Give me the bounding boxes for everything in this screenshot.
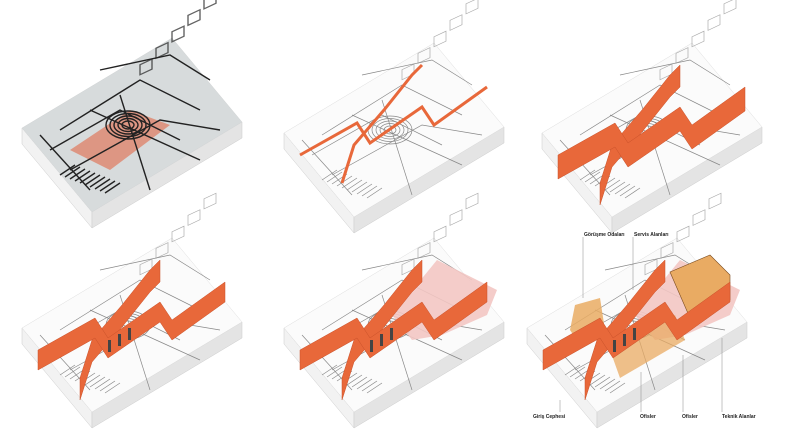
- diagram-panel-4: [21, 192, 243, 429]
- label-giris-cephesi: Giriş Cephesi: [533, 414, 566, 420]
- wall-opening: [390, 328, 393, 340]
- ribbon-wall: [341, 259, 423, 401]
- office-volume: [610, 315, 685, 378]
- wall-opening: [613, 340, 616, 352]
- label-servis-alanlari: Servis Alanları: [634, 232, 669, 238]
- ribbon-wall: [542, 281, 731, 371]
- label-ofisler-1: Ofisler: [640, 414, 656, 420]
- ribbon-line: [299, 85, 488, 157]
- annotation-labels: Görüşme Odaları Servis Alanları Giriş Ce…: [533, 232, 756, 420]
- diagram-panel-1: [21, 0, 243, 229]
- diagram-panel-6: [526, 192, 748, 429]
- wall-opening: [633, 328, 636, 340]
- wall-opening: [118, 334, 121, 346]
- ribbon-line: [340, 63, 424, 184]
- wall-opening: [370, 340, 373, 352]
- ribbon-wall: [599, 64, 681, 206]
- wall-opening: [108, 340, 111, 352]
- ribbon-wall: [79, 259, 161, 401]
- wall-opening: [623, 334, 626, 346]
- red-hatch: [70, 110, 170, 170]
- diagram-panel-2: [283, 0, 505, 234]
- wall-opening: [380, 334, 383, 346]
- ribbon-wall: [299, 281, 488, 371]
- label-teknik-alanlar: Teknik Alanlar: [722, 414, 756, 420]
- diagram-panel-5: [283, 192, 505, 429]
- label-ofisler-2: Ofisler: [682, 414, 698, 420]
- ribbon-wall: [37, 281, 226, 371]
- label-gorusme-odalari: Görüşme Odaları: [584, 232, 625, 238]
- wall-opening: [128, 328, 131, 340]
- site-sketch: [39, 0, 221, 194]
- ribbon-wall: [557, 86, 746, 180]
- ribbon-wall: [584, 259, 666, 401]
- slab-top: [283, 42, 505, 218]
- diagram-panel-3: [541, 0, 763, 234]
